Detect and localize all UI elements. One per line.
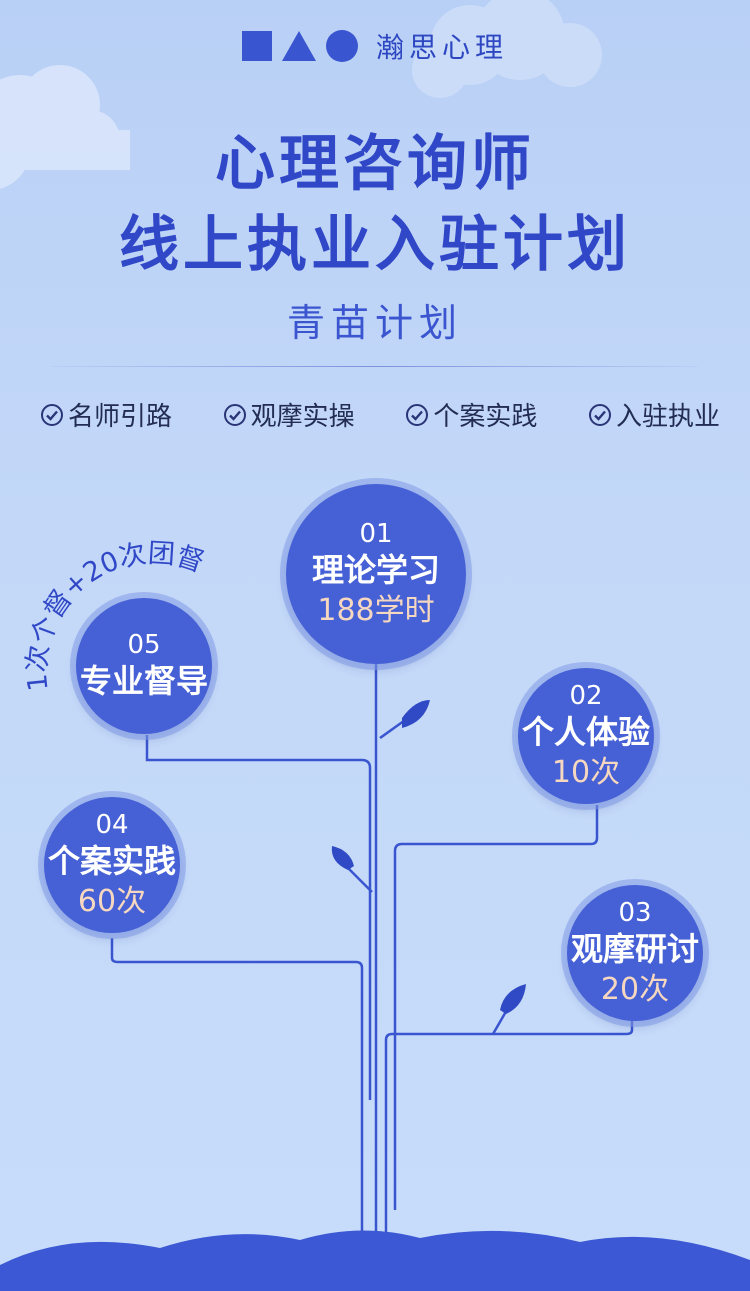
step-value: 60次 bbox=[77, 883, 147, 919]
feature-item: 入驻执业 bbox=[588, 396, 720, 433]
step-value: 20次 bbox=[600, 971, 670, 1007]
brand-header: 瀚思心理 bbox=[0, 26, 750, 66]
leaf-icon bbox=[402, 700, 430, 728]
step-number: 03 bbox=[618, 897, 652, 928]
step-label: 理论学习 bbox=[311, 551, 440, 590]
leaf-icon bbox=[331, 846, 354, 870]
feature-item: 观摩实操 bbox=[223, 396, 355, 433]
step-number: 02 bbox=[569, 680, 603, 711]
feature-label: 名师引路 bbox=[68, 402, 173, 432]
step-number: 04 bbox=[95, 809, 129, 840]
title-line-1: 心理咨询师 bbox=[215, 129, 535, 199]
circle-logo-icon bbox=[325, 30, 358, 62]
branch-04 bbox=[110, 938, 364, 1240]
feature-item: 名师引路 bbox=[40, 396, 172, 433]
ground-hill bbox=[0, 1230, 750, 1291]
step-number: 01 bbox=[359, 518, 393, 549]
feature-label: 观摩实操 bbox=[250, 402, 355, 432]
check-circle-icon bbox=[406, 403, 429, 426]
step-circle-03: 03 观摩研讨 20次 bbox=[567, 885, 703, 1021]
cloud-decoration bbox=[0, 0, 602, 189]
step-circle-02: 02 个人体验 10次 bbox=[518, 668, 654, 804]
step-circle-01: 01 理论学习 188学时 bbox=[286, 484, 466, 664]
feature-item: 个案实践 bbox=[405, 396, 537, 433]
step-number: 05 bbox=[127, 629, 161, 660]
step-value: 10次 bbox=[551, 754, 621, 790]
branch-03 bbox=[384, 1020, 634, 1240]
step-label: 观摩研讨 bbox=[570, 930, 699, 969]
feature-list: 名师引路 观摩实操 个案实践 入驻执业 bbox=[40, 396, 720, 433]
branch-02 bbox=[393, 805, 599, 1210]
feature-label: 个案实践 bbox=[433, 402, 538, 432]
check-circle-icon bbox=[588, 403, 611, 426]
divider bbox=[52, 366, 698, 367]
title-line-2: 线上执业入驻计划 bbox=[119, 210, 631, 280]
subtitle: 青苗计划 bbox=[286, 301, 463, 345]
step-label: 专业督导 bbox=[79, 661, 208, 700]
step-value: 188学时 bbox=[317, 592, 435, 628]
triangle-logo-icon bbox=[281, 31, 316, 61]
step-label: 个案实践 bbox=[47, 842, 176, 881]
leaf-icon bbox=[500, 984, 526, 1014]
check-circle-icon bbox=[223, 403, 246, 426]
square-logo-icon bbox=[241, 31, 272, 61]
step-circle-04: 04 个案实践 60次 bbox=[44, 797, 180, 933]
feature-label: 入驻执业 bbox=[615, 402, 720, 432]
branch-05 bbox=[145, 735, 372, 1100]
step-label: 个人体验 bbox=[521, 713, 650, 752]
check-circle-icon bbox=[41, 403, 63, 426]
step-circle-05: 05 专业督导 bbox=[76, 598, 212, 734]
brand-name: 瀚思心理 bbox=[375, 31, 508, 64]
